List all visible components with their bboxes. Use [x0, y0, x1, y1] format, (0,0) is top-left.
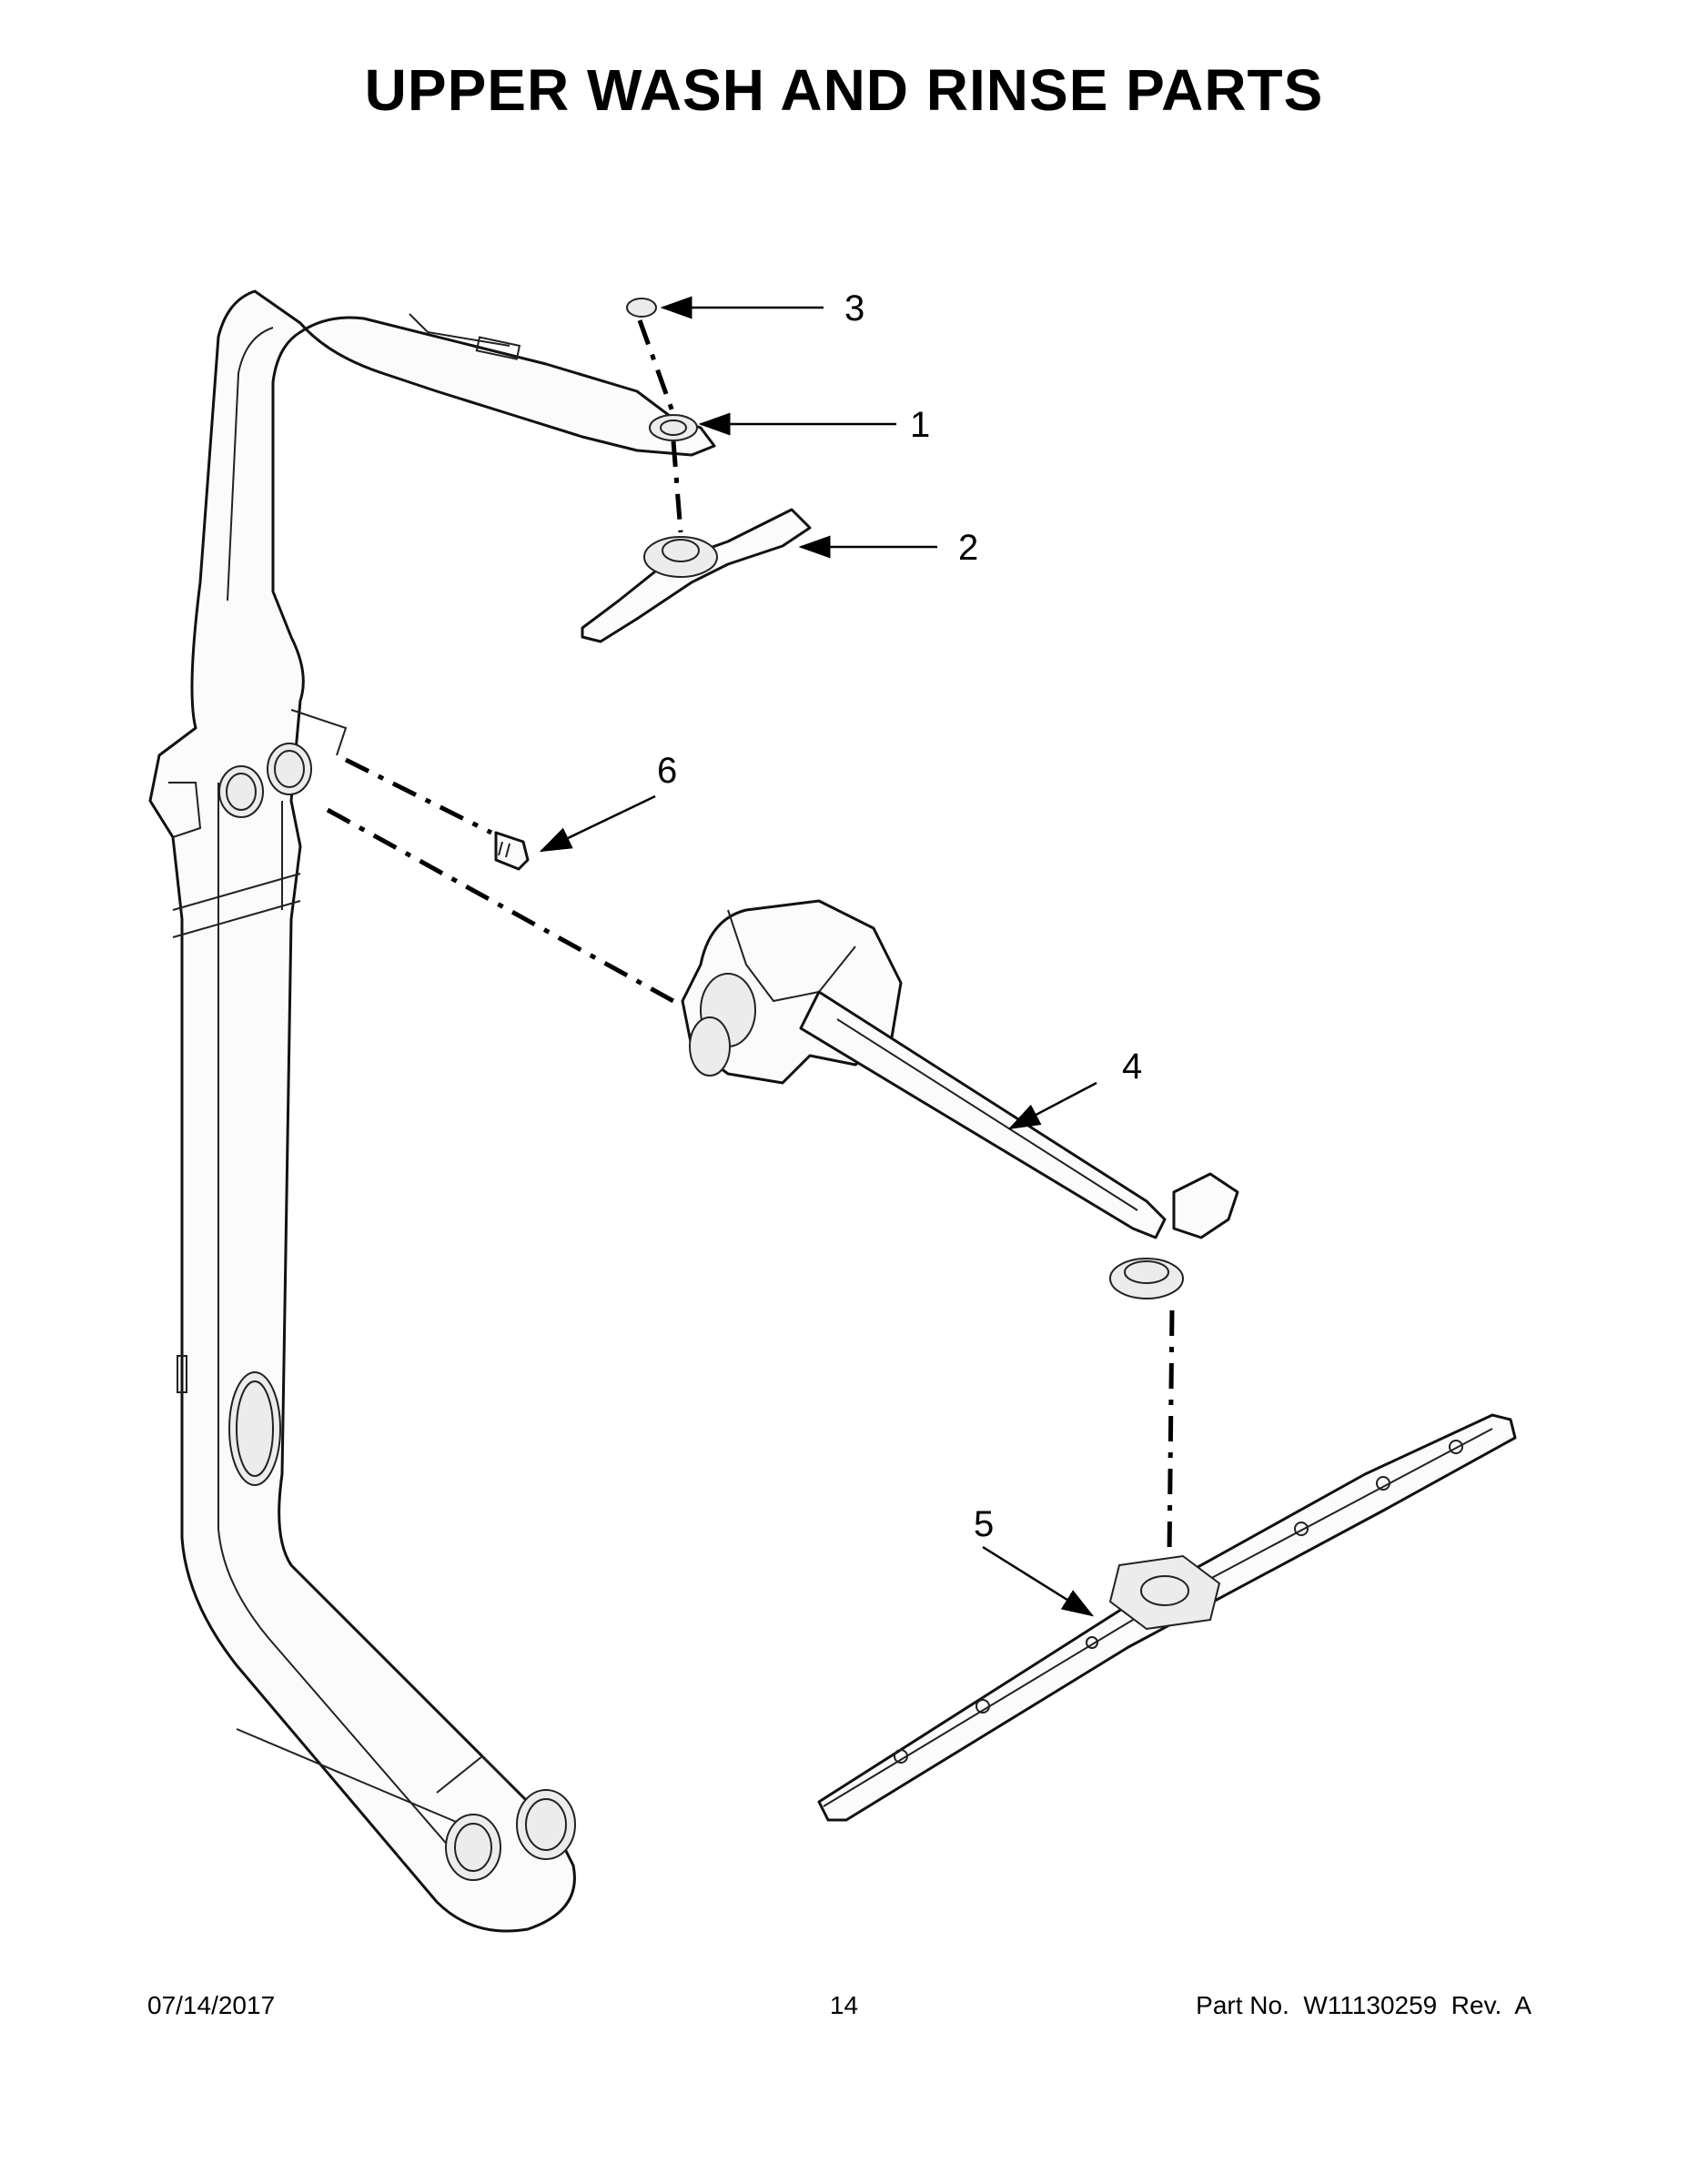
callout-4: 4	[1122, 1046, 1142, 1087]
part-1-hub	[649, 414, 698, 441]
callout-2: 2	[958, 528, 978, 568]
alignment-lines	[326, 319, 1175, 1557]
callout-leaders	[539, 296, 1097, 1617]
callout-5: 5	[974, 1504, 994, 1544]
part-2-spray-arm	[581, 508, 812, 643]
supply-tube	[148, 289, 716, 1933]
page-title: UPPER WASH AND RINSE PARTS	[364, 57, 1324, 123]
footer-page-number: 14	[829, 1991, 859, 2019]
part-3-cap	[626, 298, 657, 318]
part-5-lower-spray-arm	[817, 1413, 1517, 1822]
part-4-conduit	[681, 899, 1239, 1299]
callout-1: 1	[910, 405, 930, 445]
callout-6: 6	[657, 751, 677, 791]
footer-part-number: Part No. W11130259 Rev. A	[1196, 1991, 1531, 2019]
part-6-screw	[494, 831, 530, 871]
callout-3: 3	[844, 288, 864, 329]
footer-date: 07/14/2017	[147, 1991, 276, 2019]
